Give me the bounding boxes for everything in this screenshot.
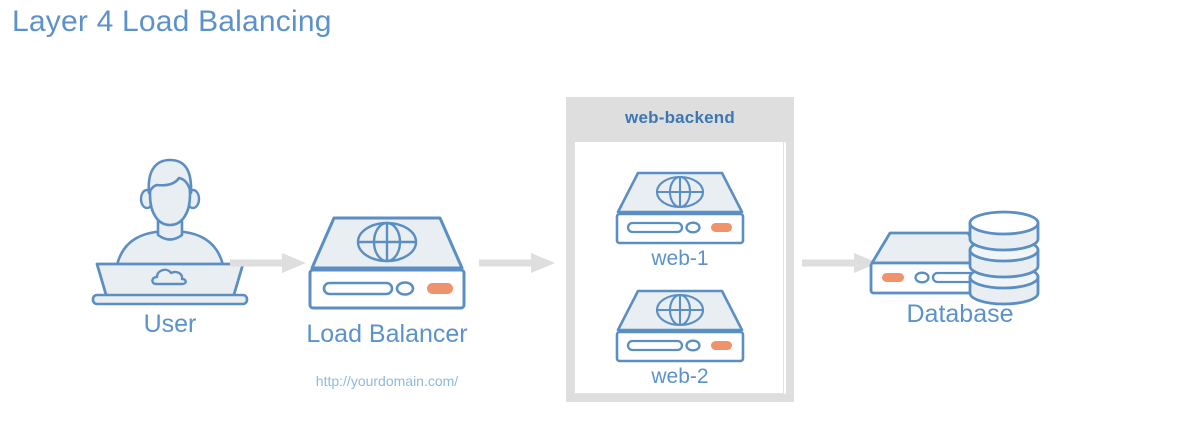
- node-database[interactable]: Database: [860, 205, 1060, 345]
- globe-icon: [655, 175, 705, 209]
- server-globe-icon: [308, 216, 466, 310]
- node-web-1[interactable]: web-1: [600, 167, 760, 277]
- page-title: Layer 4 Load Balancing: [12, 5, 332, 38]
- status-led-icon: [882, 273, 904, 282]
- node-web-2[interactable]: web-2: [600, 285, 760, 395]
- arrow-web-backend-to-database: [802, 253, 878, 273]
- group-web-backend[interactable]: web-backend web-1: [566, 97, 794, 402]
- status-led-icon: [711, 223, 732, 232]
- user-laptop-icon: [95, 158, 245, 300]
- node-web-2-label: web-2: [651, 365, 709, 388]
- globe-icon: [356, 221, 418, 263]
- node-web-1-label: web-1: [651, 247, 709, 270]
- globe-icon: [655, 293, 705, 327]
- group-bottom-edge: [566, 394, 794, 402]
- database-cylinder-icon: [968, 210, 1040, 306]
- node-database-label: Database: [906, 300, 1014, 328]
- group-right-edge: [786, 142, 794, 394]
- database-server-icon: [869, 210, 1040, 306]
- status-led-icon: [427, 283, 453, 294]
- group-web-backend-header: web-backend: [566, 97, 794, 142]
- arrow-load-balancer-to-web-backend: [479, 253, 555, 273]
- server-globe-icon: [615, 289, 745, 363]
- node-user-label: User: [143, 310, 197, 338]
- node-user[interactable]: User: [75, 155, 265, 345]
- node-load-balancer-url: http://yourdomain.com/: [315, 373, 459, 389]
- status-led-icon: [711, 341, 732, 350]
- group-web-backend-body: web-1 web-2: [574, 142, 784, 394]
- group-left-edge: [566, 142, 574, 394]
- laptop-base-icon: [91, 293, 249, 306]
- cloud-icon: [151, 268, 187, 286]
- node-load-balancer-label: Load Balancer: [306, 320, 468, 348]
- server-globe-icon: [615, 171, 745, 245]
- arrow-user-to-load-balancer: [230, 253, 306, 273]
- node-load-balancer[interactable]: Load Balancer http://yourdomain.com/: [292, 210, 482, 400]
- group-web-backend-title: web-backend: [625, 108, 735, 127]
